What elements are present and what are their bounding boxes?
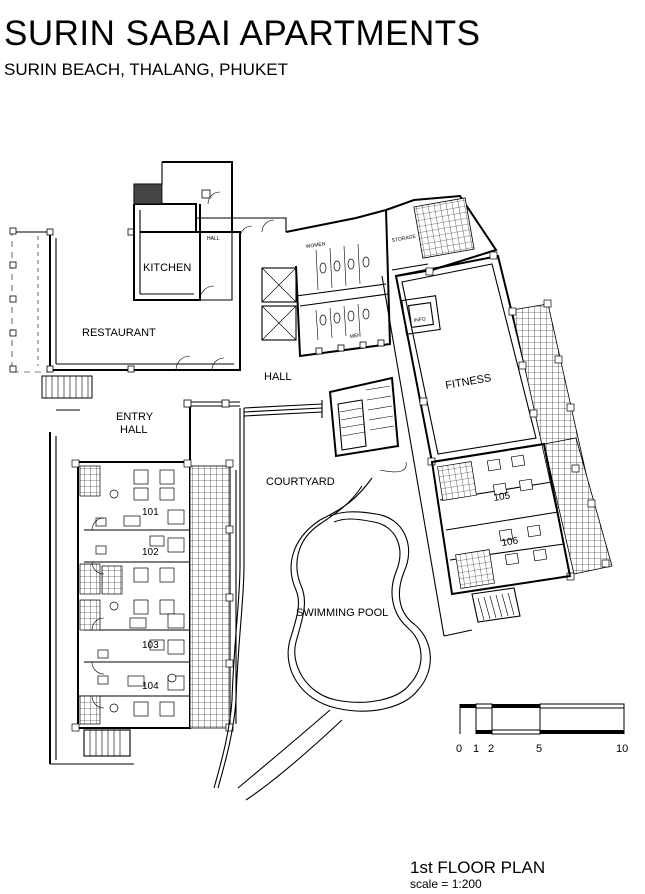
- label-unit-101: 101: [142, 507, 159, 518]
- label-hall: HALL: [264, 371, 292, 383]
- label-swimming-pool: SWIMMING POOL: [296, 607, 388, 619]
- garden-path: [213, 408, 343, 801]
- label-courtyard: COURTYARD: [266, 476, 335, 488]
- label-info: INFO: [413, 316, 426, 324]
- plan-title: 1st FLOOR PLAN: [410, 858, 546, 877]
- page-subtitle: SURIN BEACH, THALANG, PHUKET: [4, 60, 289, 79]
- scale-tick-5: 5: [536, 743, 542, 755]
- label-unit-104: 104: [142, 681, 159, 692]
- plan-scale: scale = 1:200: [410, 877, 482, 891]
- label-unit-105: 105: [493, 490, 512, 504]
- scale-bar: 0 1 2 5 10: [456, 703, 628, 755]
- restaurant-kitchen-block: [9, 161, 287, 399]
- label-women: WOMEN: [305, 241, 326, 250]
- page-title: SURIN SABAI APARTMENTS: [4, 14, 481, 53]
- label-unit-103: 103: [142, 640, 159, 651]
- scale-tick-1: 1: [473, 743, 479, 755]
- label-men: MEN: [349, 332, 361, 340]
- scale-tick-10: 10: [616, 743, 628, 755]
- label-kitchen: KITCHEN: [143, 262, 191, 274]
- fitness-block: [381, 194, 613, 637]
- scale-tick-0: 0: [456, 743, 462, 755]
- units-west-block: [49, 399, 240, 765]
- label-unit-106: 106: [501, 535, 520, 549]
- scale-tick-2: 2: [488, 743, 494, 755]
- label-entry-hall-2: HALL: [120, 424, 148, 436]
- label-restaurant: RESTAURANT: [82, 327, 156, 339]
- label-unit-102: 102: [142, 547, 159, 558]
- label-fitness: FITNESS: [444, 372, 492, 392]
- swimming-pool: [287, 461, 431, 712]
- label-entry-hall-1: ENTRY: [116, 411, 154, 423]
- toilet-block: [261, 208, 392, 358]
- label-storage: STORAGE: [391, 234, 417, 244]
- central-stair: [243, 376, 400, 458]
- label-hall-small: HALL: [207, 236, 220, 242]
